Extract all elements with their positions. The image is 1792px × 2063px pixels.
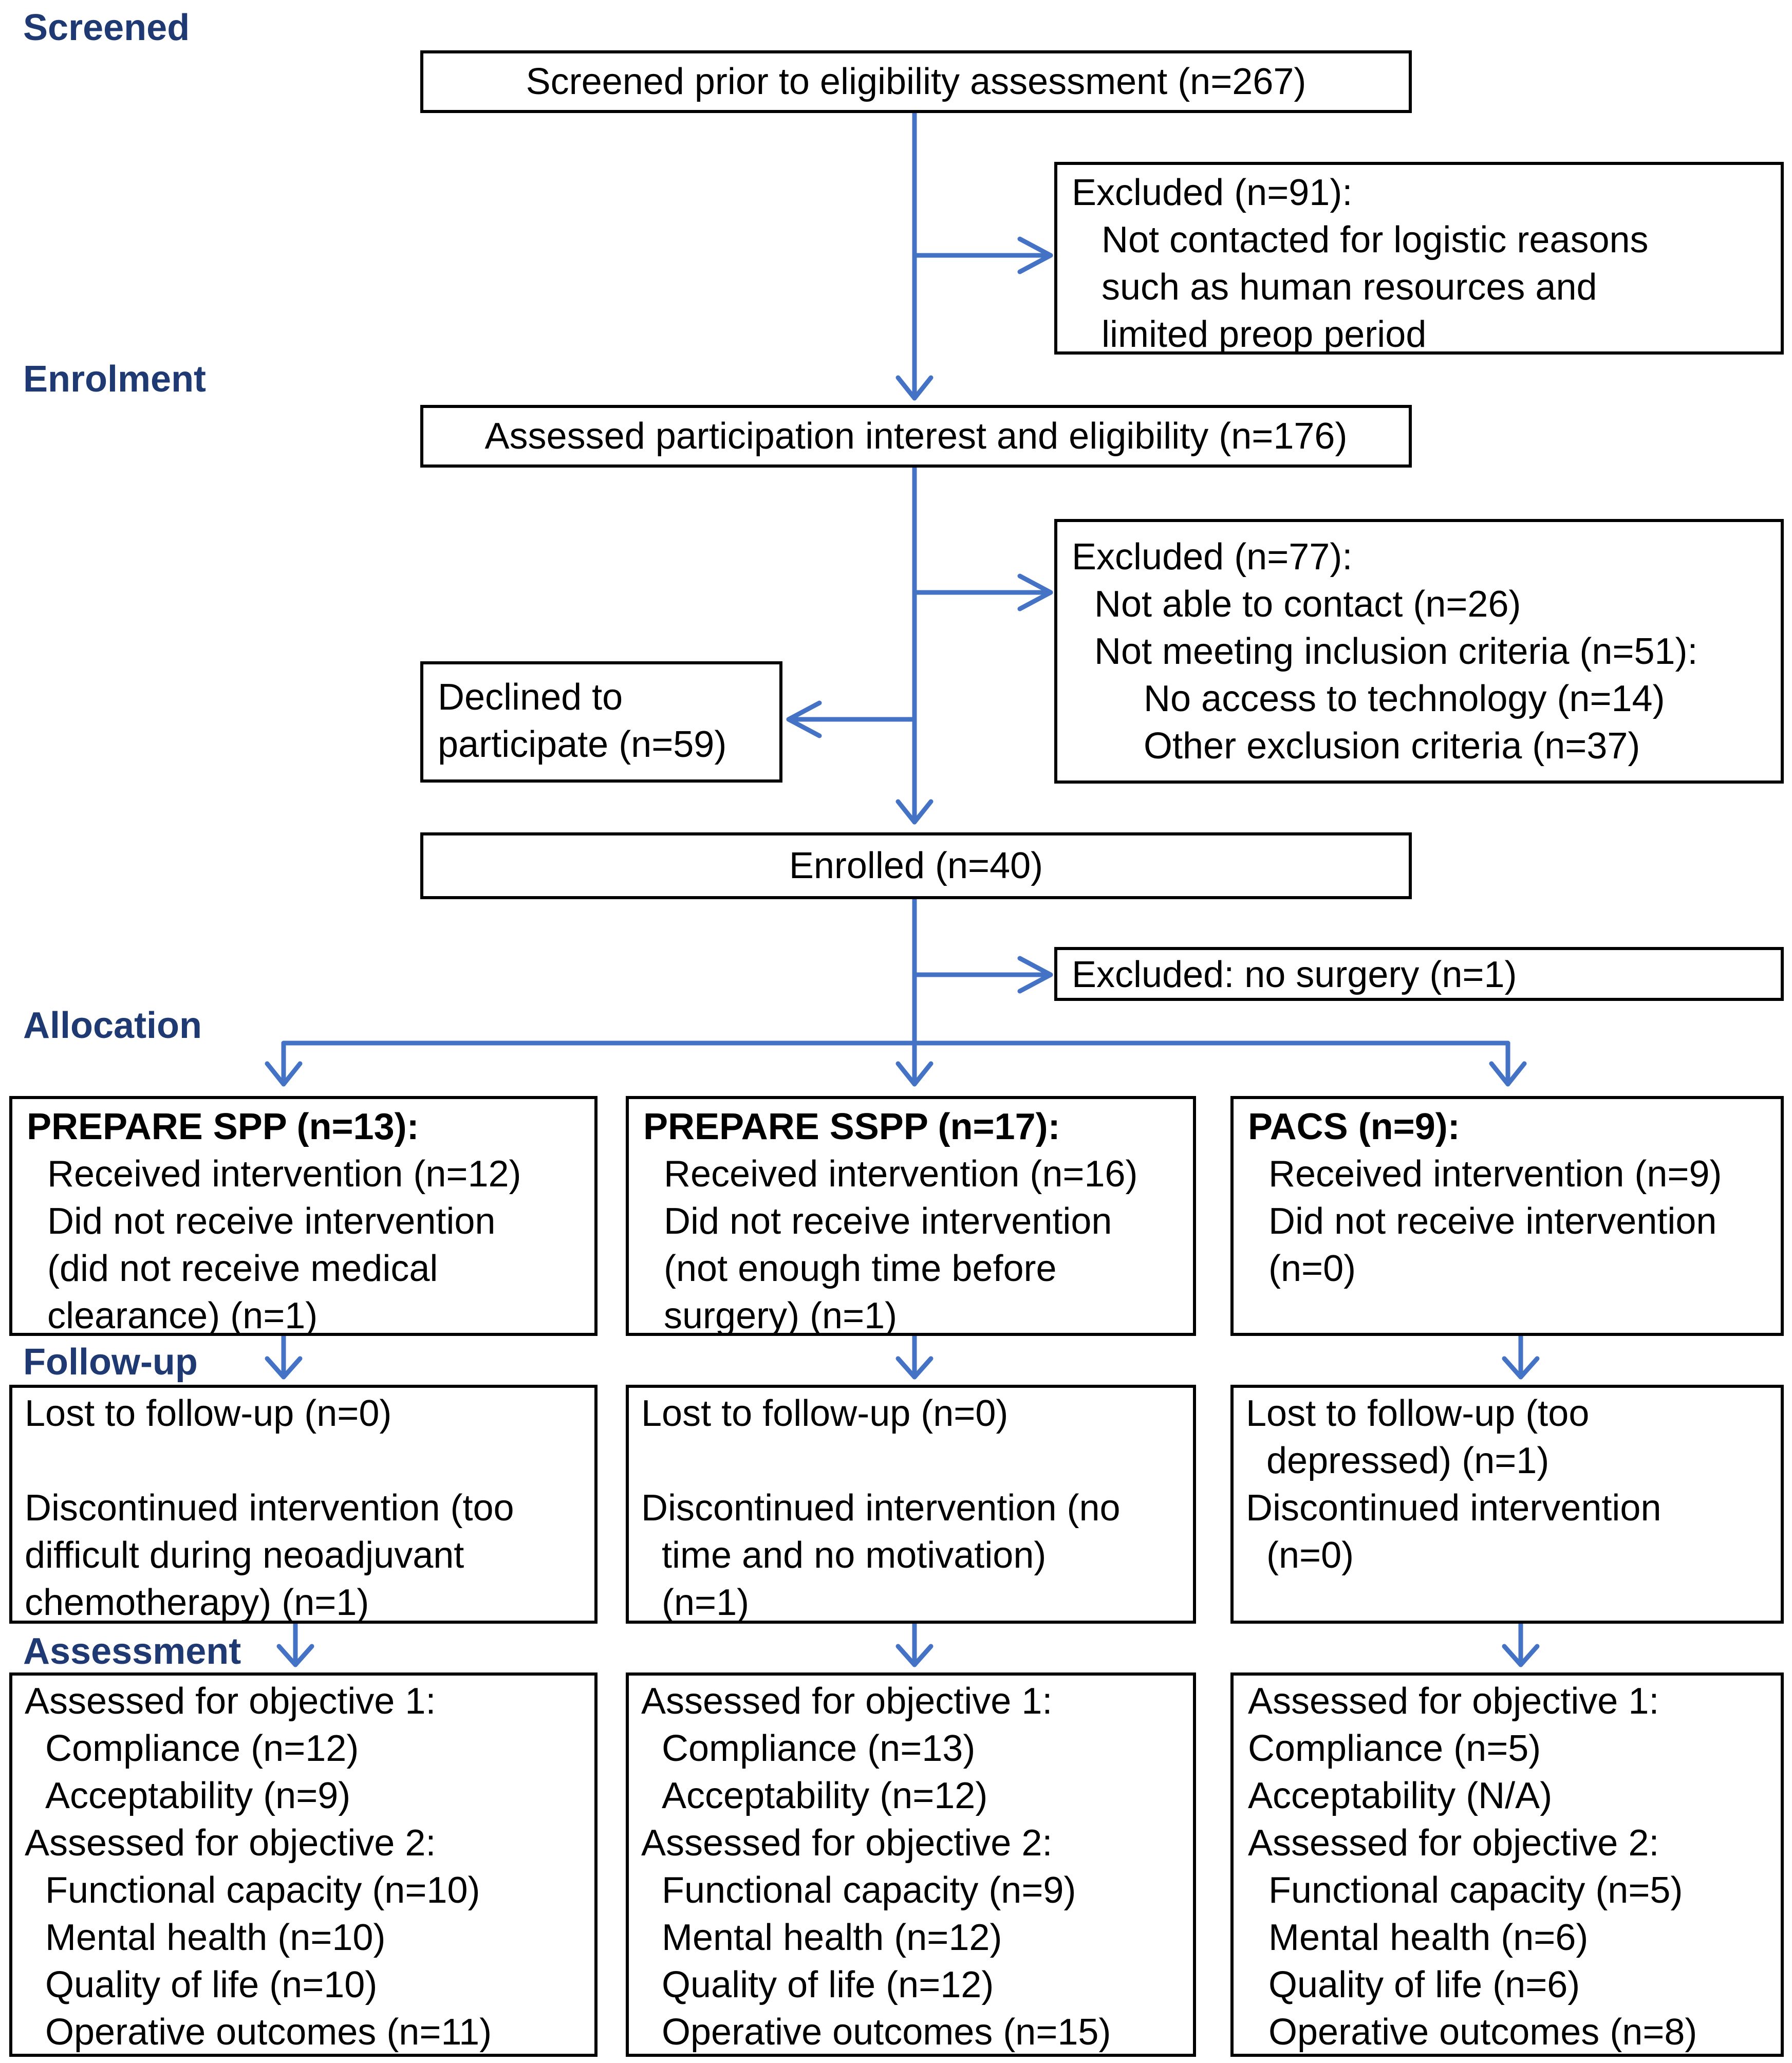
assessment-objective-heading: Assessed for objective 1:: [641, 1681, 1053, 1722]
excluded-1-title: Excluded (n=91):: [1072, 172, 1353, 213]
section-label-enrolment: Enrolment: [23, 359, 207, 400]
assessed-box: Assessed participation interest and elig…: [420, 405, 1412, 468]
assessment-item: Compliance (n=12): [45, 1728, 359, 1769]
assessment-objective-heading: Assessed for objective 1:: [25, 1681, 436, 1722]
declined-line: participate (n=59): [438, 724, 727, 765]
followup-discontinued: Discontinued intervention: [1246, 1488, 1662, 1529]
section-label-screened: Screened: [23, 7, 190, 48]
allocation-box-pacs: PACS (n=9): Received intervention (n=9) …: [1230, 1096, 1784, 1336]
followup-discontinued: Discontinued intervention (no: [641, 1488, 1121, 1529]
allocation-group-title: PREPARE SSPP (n=17):: [643, 1106, 1060, 1147]
assessment-item: Operative outcomes (n=8): [1268, 2012, 1697, 2053]
excluded-2-other-criteria: Other exclusion criteria (n=37): [1144, 726, 1640, 767]
assessment-item: Mental health (n=6): [1268, 1917, 1589, 1958]
allocation-line: Did not receive intervention: [1268, 1201, 1717, 1242]
excluded-box-1: Excluded (n=91): Not contacted for logis…: [1054, 162, 1784, 355]
assessment-objective-heading: Assessed for objective 2:: [1248, 1823, 1659, 1864]
excluded-1-reason-line: such as human resources and: [1102, 267, 1597, 308]
excluded-box-3: Excluded: no surgery (n=1): [1054, 947, 1784, 1001]
declined-line: Declined to: [438, 677, 623, 718]
assessment-item: Functional capacity (n=5): [1268, 1870, 1683, 1911]
screened-box-text: Screened prior to eligibility assessment…: [526, 61, 1306, 102]
assessment-item: Quality of life (n=6): [1268, 1964, 1580, 2005]
section-label-assessment: Assessment: [23, 1631, 241, 1672]
assessment-item: Mental health (n=12): [662, 1917, 1002, 1958]
assessment-objective-heading: Assessed for objective 1:: [1248, 1681, 1659, 1722]
section-label-allocation: Allocation: [23, 1005, 202, 1046]
allocation-line: surgery) (n=1): [664, 1295, 898, 1336]
excluded-2-not-contactable: Not able to contact (n=26): [1094, 584, 1521, 625]
enrolled-box: Enrolled (n=40): [420, 832, 1412, 899]
allocation-line: (n=0): [1268, 1248, 1356, 1289]
followup-box-pacs: Lost to follow-up (too depressed) (n=1) …: [1230, 1385, 1784, 1624]
excluded-1-reason-line: limited preop period: [1102, 314, 1427, 355]
allocation-line: (not enough time before: [664, 1248, 1057, 1289]
followup-lost: Lost to follow-up (n=0): [25, 1393, 392, 1434]
assessment-item: Mental health (n=10): [45, 1917, 386, 1958]
followup-lost: Lost to follow-up (n=0): [641, 1393, 1009, 1434]
followup-discontinued: (n=1): [662, 1582, 750, 1623]
allocation-line: Received intervention (n=9): [1268, 1154, 1722, 1195]
allocation-line: Received intervention (n=16): [664, 1154, 1138, 1195]
excluded-3-text: Excluded: no surgery (n=1): [1072, 954, 1517, 995]
excluded-2-not-meeting-criteria: Not meeting inclusion criteria (n=51):: [1094, 631, 1698, 672]
allocation-line: Did not receive intervention: [664, 1201, 1112, 1242]
followup-discontinued: chemotherapy) (n=1): [25, 1582, 369, 1623]
allocation-line: clearance) (n=1): [47, 1295, 318, 1336]
followup-lost: depressed) (n=1): [1266, 1440, 1550, 1481]
assessment-item: Operative outcomes (n=15): [662, 2012, 1111, 2053]
assessment-item: Quality of life (n=12): [662, 1964, 994, 2005]
allocation-group-title: PACS (n=9):: [1248, 1106, 1460, 1147]
followup-lost: Lost to follow-up (too: [1246, 1393, 1590, 1434]
assessment-objective-heading: Assessed for objective 2:: [25, 1823, 436, 1864]
assessed-box-text: Assessed participation interest and elig…: [484, 416, 1348, 457]
allocation-group-title: PREPARE SPP (n=13):: [27, 1106, 419, 1147]
assessment-item: Compliance (n=5): [1248, 1728, 1541, 1769]
followup-box-sspp: Lost to follow-up (n=0) Discontinued int…: [626, 1385, 1196, 1624]
assessment-box-pacs: Assessed for objective 1: Compliance (n=…: [1230, 1672, 1784, 2057]
followup-discontinued: time and no motivation): [662, 1535, 1047, 1576]
declined-box: Declined to participate (n=59): [420, 661, 782, 783]
allocation-line: (did not receive medical: [47, 1248, 438, 1289]
enrolled-box-text: Enrolled (n=40): [789, 845, 1043, 886]
assessment-item: Compliance (n=13): [662, 1728, 976, 1769]
allocation-box-sspp: PREPARE SSPP (n=17): Received interventi…: [626, 1096, 1196, 1336]
assessment-item: Functional capacity (n=10): [45, 1870, 480, 1911]
followup-discontinued: Discontinued intervention (too: [25, 1488, 514, 1529]
assessment-item: Acceptability (N/A): [1248, 1775, 1553, 1816]
assessment-box-sspp: Assessed for objective 1: Compliance (n=…: [626, 1672, 1196, 2057]
allocation-line: Received intervention (n=12): [47, 1154, 521, 1195]
followup-discontinued: difficult during neoadjuvant: [25, 1535, 464, 1576]
assessment-item: Operative outcomes (n=11): [45, 2012, 492, 2053]
section-label-followup: Follow-up: [23, 1342, 198, 1383]
assessment-box-spp: Assessed for objective 1: Compliance (n=…: [9, 1672, 598, 2057]
assessment-item: Quality of life (n=10): [45, 1964, 378, 2005]
allocation-box-spp: PREPARE SPP (n=13): Received interventio…: [9, 1096, 598, 1336]
assessment-objective-heading: Assessed for objective 2:: [641, 1823, 1053, 1864]
excluded-box-2: Excluded (n=77): Not able to contact (n=…: [1054, 519, 1784, 784]
assessment-item: Acceptability (n=9): [45, 1775, 351, 1816]
followup-discontinued: (n=0): [1266, 1535, 1354, 1576]
followup-box-spp: Lost to follow-up (n=0) Discontinued int…: [9, 1385, 598, 1624]
assessment-item: Acceptability (n=12): [662, 1775, 988, 1816]
excluded-2-no-technology: No access to technology (n=14): [1144, 678, 1665, 719]
excluded-1-reason-line: Not contacted for logistic reasons: [1102, 219, 1649, 261]
excluded-2-title: Excluded (n=77):: [1072, 536, 1353, 578]
screened-box: Screened prior to eligibility assessment…: [420, 50, 1412, 113]
assessment-item: Functional capacity (n=9): [662, 1870, 1076, 1911]
allocation-line: Did not receive intervention: [47, 1201, 496, 1242]
